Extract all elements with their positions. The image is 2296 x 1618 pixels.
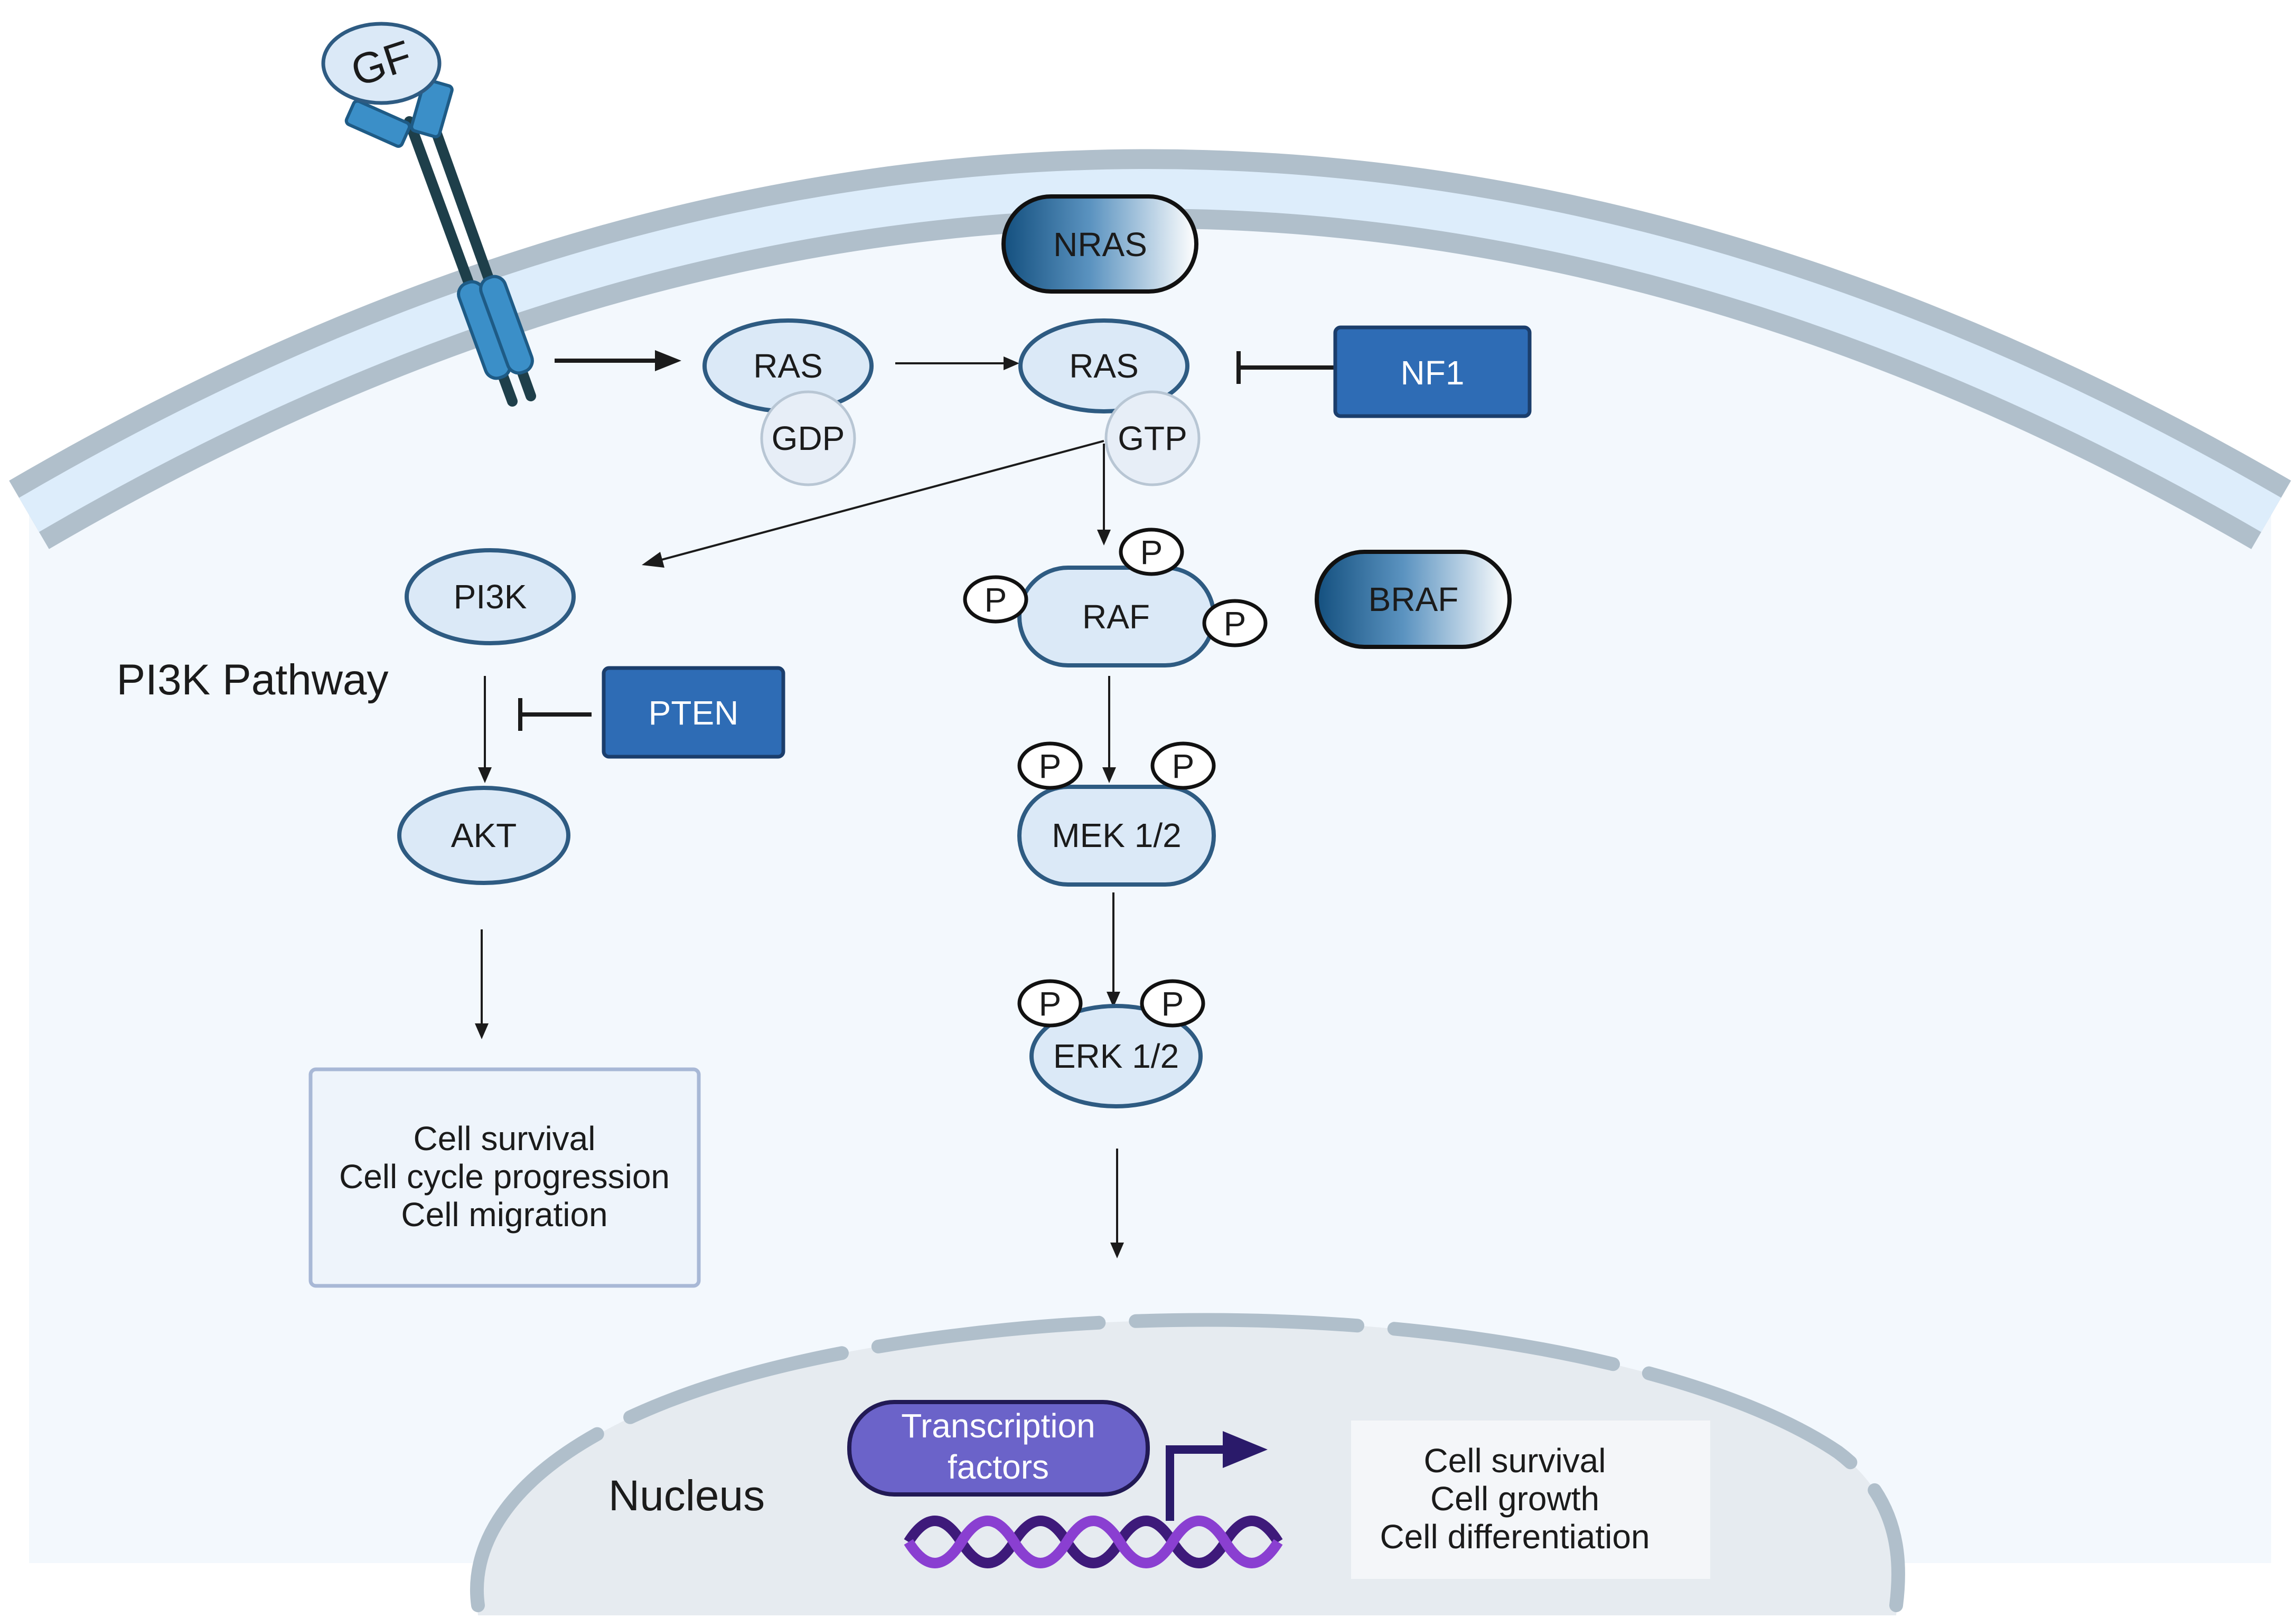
ras-active-label: RAS (1069, 347, 1139, 385)
raf-label: RAF (1082, 598, 1150, 636)
mek-phospho-right (1150, 741, 1216, 790)
nras-shape (1001, 194, 1198, 294)
transcription-factors-shape (847, 1400, 1150, 1497)
erk-outcomes-frame (1351, 1421, 1710, 1579)
akt-outcomes-box: Cell survival Cell cycle progression Cel… (308, 1067, 701, 1288)
ras-gdp-complex: RAS GDP (702, 318, 874, 486)
arrowhead-ras-to-raf (1097, 530, 1111, 545)
erk-phospho-right-label: P (1161, 985, 1184, 1023)
mek-phospho-right-label: P (1172, 747, 1195, 785)
gdp-label: GDP (772, 419, 845, 457)
nf1-inhibitor: NF1 (1236, 325, 1532, 418)
mek-label: MEK 1/2 (1052, 816, 1181, 854)
erk-phospho-left (1017, 979, 1083, 1028)
raf-phospho-right (1202, 599, 1268, 647)
gdp (760, 390, 856, 486)
nuclear-envelope (470, 1313, 1905, 1612)
pi3k-label: PI3K (454, 578, 527, 616)
mek-phospho-left-label: P (1039, 747, 1062, 785)
raf-node: RAF P P P (963, 528, 1268, 667)
arrowhead-ras-activation (1004, 356, 1019, 370)
pi3k-pathway-label: PI3K Pathway (116, 656, 388, 704)
transcription-factors: Transcription factors (847, 1400, 1150, 1497)
pten-inhibitor: PTEN (518, 666, 785, 759)
pi3k-node: PI3K (405, 548, 576, 645)
membrane-inner-layer (19, 169, 2281, 532)
pten-box (602, 666, 785, 759)
erk-label: ERK 1/2 (1053, 1037, 1179, 1075)
erk-phospho-right (1140, 979, 1205, 1028)
arrowhead-erk-to-nucleus (1110, 1243, 1124, 1258)
erk-outcome-2: Cell growth (1430, 1480, 1599, 1518)
pten-label: PTEN (649, 694, 739, 732)
erk-outcome-1: Cell survival (1424, 1442, 1606, 1480)
receptor-domain-left (344, 99, 411, 148)
pi3k-shape (405, 548, 576, 645)
arrowhead-raf-to-mek (1102, 767, 1116, 783)
raf-phospho-left (963, 575, 1028, 624)
ras-inactive-label: RAS (753, 347, 823, 385)
erk-outcomes-box: Cell survival Cell growth Cell different… (1351, 1421, 1710, 1579)
akt-outcome-1: Cell survival (414, 1120, 596, 1158)
raf-phospho-top-label: P (1140, 533, 1163, 571)
akt-outcome-3: Cell migration (401, 1196, 607, 1234)
erk-shape (1029, 1004, 1203, 1108)
akt-label: AKT (451, 816, 517, 854)
dna-strand-light (904, 1516, 1283, 1568)
akt-outcomes-frame (308, 1067, 701, 1288)
ras-active (1018, 318, 1189, 413)
arrowhead-akt-to-outcomes (475, 1023, 489, 1039)
mek-node: MEK 1/2 P P (1017, 741, 1216, 887)
dna-helix (904, 1516, 1283, 1568)
receptor-domain-right (410, 78, 454, 138)
erk-outcome-3: Cell differentiation (1380, 1518, 1650, 1556)
arrowhead-pi3k-to-akt (478, 767, 492, 783)
transmembrane-right (479, 275, 534, 375)
mek-shape (1017, 785, 1216, 887)
akt-shape (397, 786, 570, 885)
receptor: GF (321, 22, 536, 407)
raf-phospho-right-label: P (1224, 605, 1247, 643)
arrowhead-mek-to-erk (1107, 992, 1120, 1008)
transcription-factors-line-2: factors (948, 1448, 1049, 1486)
arrowhead-receptor-to-ras (655, 350, 681, 371)
gtp-label: GTP (1118, 419, 1187, 457)
promoter-arrowhead (1223, 1431, 1268, 1468)
arrow-ras-to-pi3k (657, 440, 1104, 562)
braf-mutant: BRAF (1315, 550, 1512, 649)
arrowhead-ras-to-pi3k (642, 552, 664, 568)
transcription-factors-line-1: Transcription (901, 1407, 1095, 1445)
akt-outcome-2: Cell cycle progression (339, 1158, 670, 1196)
dna-strand-dark (904, 1516, 1283, 1568)
nf1-label: NF1 (1401, 354, 1465, 392)
gtp (1104, 390, 1201, 486)
braf-label: BRAF (1369, 580, 1459, 618)
braf-shape (1315, 550, 1512, 649)
raf-phospho-left-label: P (985, 581, 1007, 619)
erk-node: ERK 1/2 P P (1017, 979, 1205, 1108)
nf1-box (1333, 325, 1532, 418)
gf-ligand (321, 22, 442, 105)
nras-label: NRAS (1053, 225, 1147, 264)
ras-gtp-complex: RAS GTP (1018, 318, 1201, 486)
nucleus-label: Nucleus (608, 1472, 765, 1520)
promoter-arrow-shaft (1166, 1445, 1228, 1521)
erk-phospho-left-label: P (1039, 985, 1062, 1023)
raf-phospho-top (1119, 528, 1184, 576)
nras-mutant: NRAS (1001, 194, 1198, 294)
promoter-arrow (1166, 1431, 1268, 1521)
akt-node: AKT (397, 786, 570, 885)
mek-phospho-left (1017, 741, 1083, 790)
